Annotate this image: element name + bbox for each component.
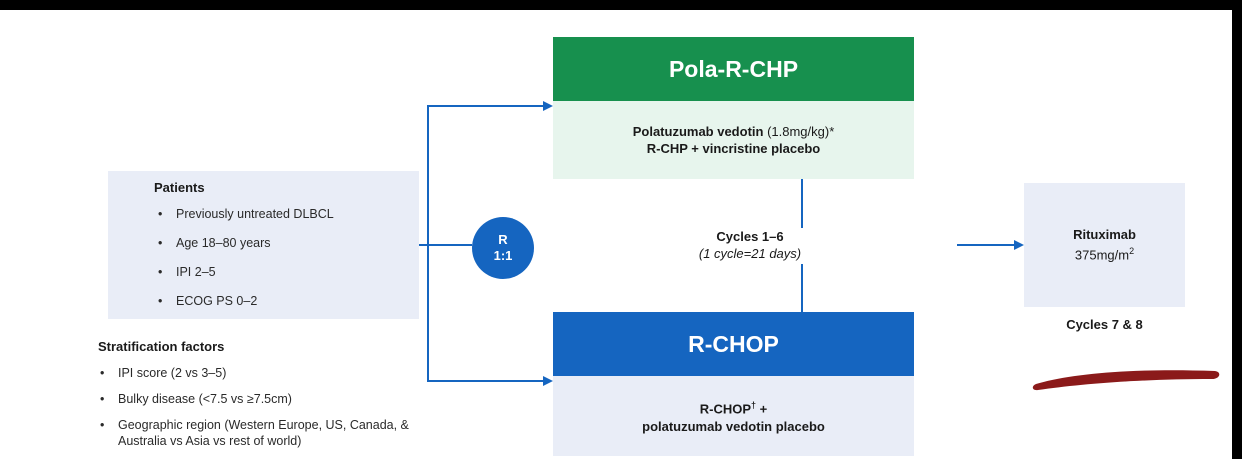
rchop-regimen-suffix: + [756,401,768,417]
stratification-title: Stratification factors [98,339,225,354]
pola-drug-dose: (1.8mg/kg)* [763,124,835,139]
patients-list: Previously untreated DLBCL Age 18–80 yea… [158,206,334,322]
rituximab-box: Rituximab 375mg/m2 [1024,183,1185,307]
list-item: ECOG PS 0–2 [158,293,334,322]
pola-drug-line: Polatuzumab vedotin (1.8mg/kg)* [633,123,835,140]
rchop-regimen-name: R-CHOP [699,401,752,417]
rchop-placebo-line: polatuzumab vedotin placebo [642,418,825,434]
red-pen-mark [1032,370,1220,391]
list-item: Bulky disease (<7.5 vs ≥7.5cm) [100,391,448,407]
rituximab-dose-exponent: 2 [1129,246,1135,257]
cycles-label: Cycles 1–6 [716,229,784,244]
top-border [0,0,1242,10]
right-border [1232,0,1242,459]
pola-regimen-line: R-CHP + vincristine placebo [646,141,821,156]
list-item: Geographic region (Western Europe, US, C… [100,417,448,449]
randomization-circle: R 1:1 [472,217,534,279]
rituximab-dose: 375mg/m [1074,247,1130,263]
list-item: Age 18–80 years [158,235,334,264]
list-item: IPI score (2 vs 3–5) [100,365,448,381]
patients-title: Patients [154,180,205,195]
rituximab-cycles: Cycles 7 & 8 [1066,317,1143,332]
list-item: IPI 2–5 [158,264,334,293]
stratification-list: IPI score (2 vs 3–5) Bulky disease (<7.5… [100,365,448,459]
rituximab-title: Rituximab [1073,227,1136,243]
randomization-label: R [498,232,508,247]
rchop-regimen-line: R-CHOP† + [700,397,768,417]
randomization-ratio: 1:1 [493,248,513,263]
rituximab-dose-line: 375mg/m2 [1075,243,1134,263]
cycles-note: (1 cycle=21 days) [698,246,802,261]
rchop-arm-body: R-CHOP† + polatuzumab vedotin placebo [553,376,914,456]
pola-arm-body: Polatuzumab vedotin (1.8mg/kg)* R-CHP + … [553,101,914,179]
rchop-arm-header: R-CHOP [553,312,914,376]
pola-drug-name: Polatuzumab vedotin [632,124,764,139]
dagger-footnote-mark: † [751,400,757,411]
pola-arm-header: Pola-R-CHP [553,37,914,101]
cycles-label-block: Cycles 1–6 (1 cycle=21 days) [660,228,840,262]
list-item: Previously untreated DLBCL [158,206,334,235]
